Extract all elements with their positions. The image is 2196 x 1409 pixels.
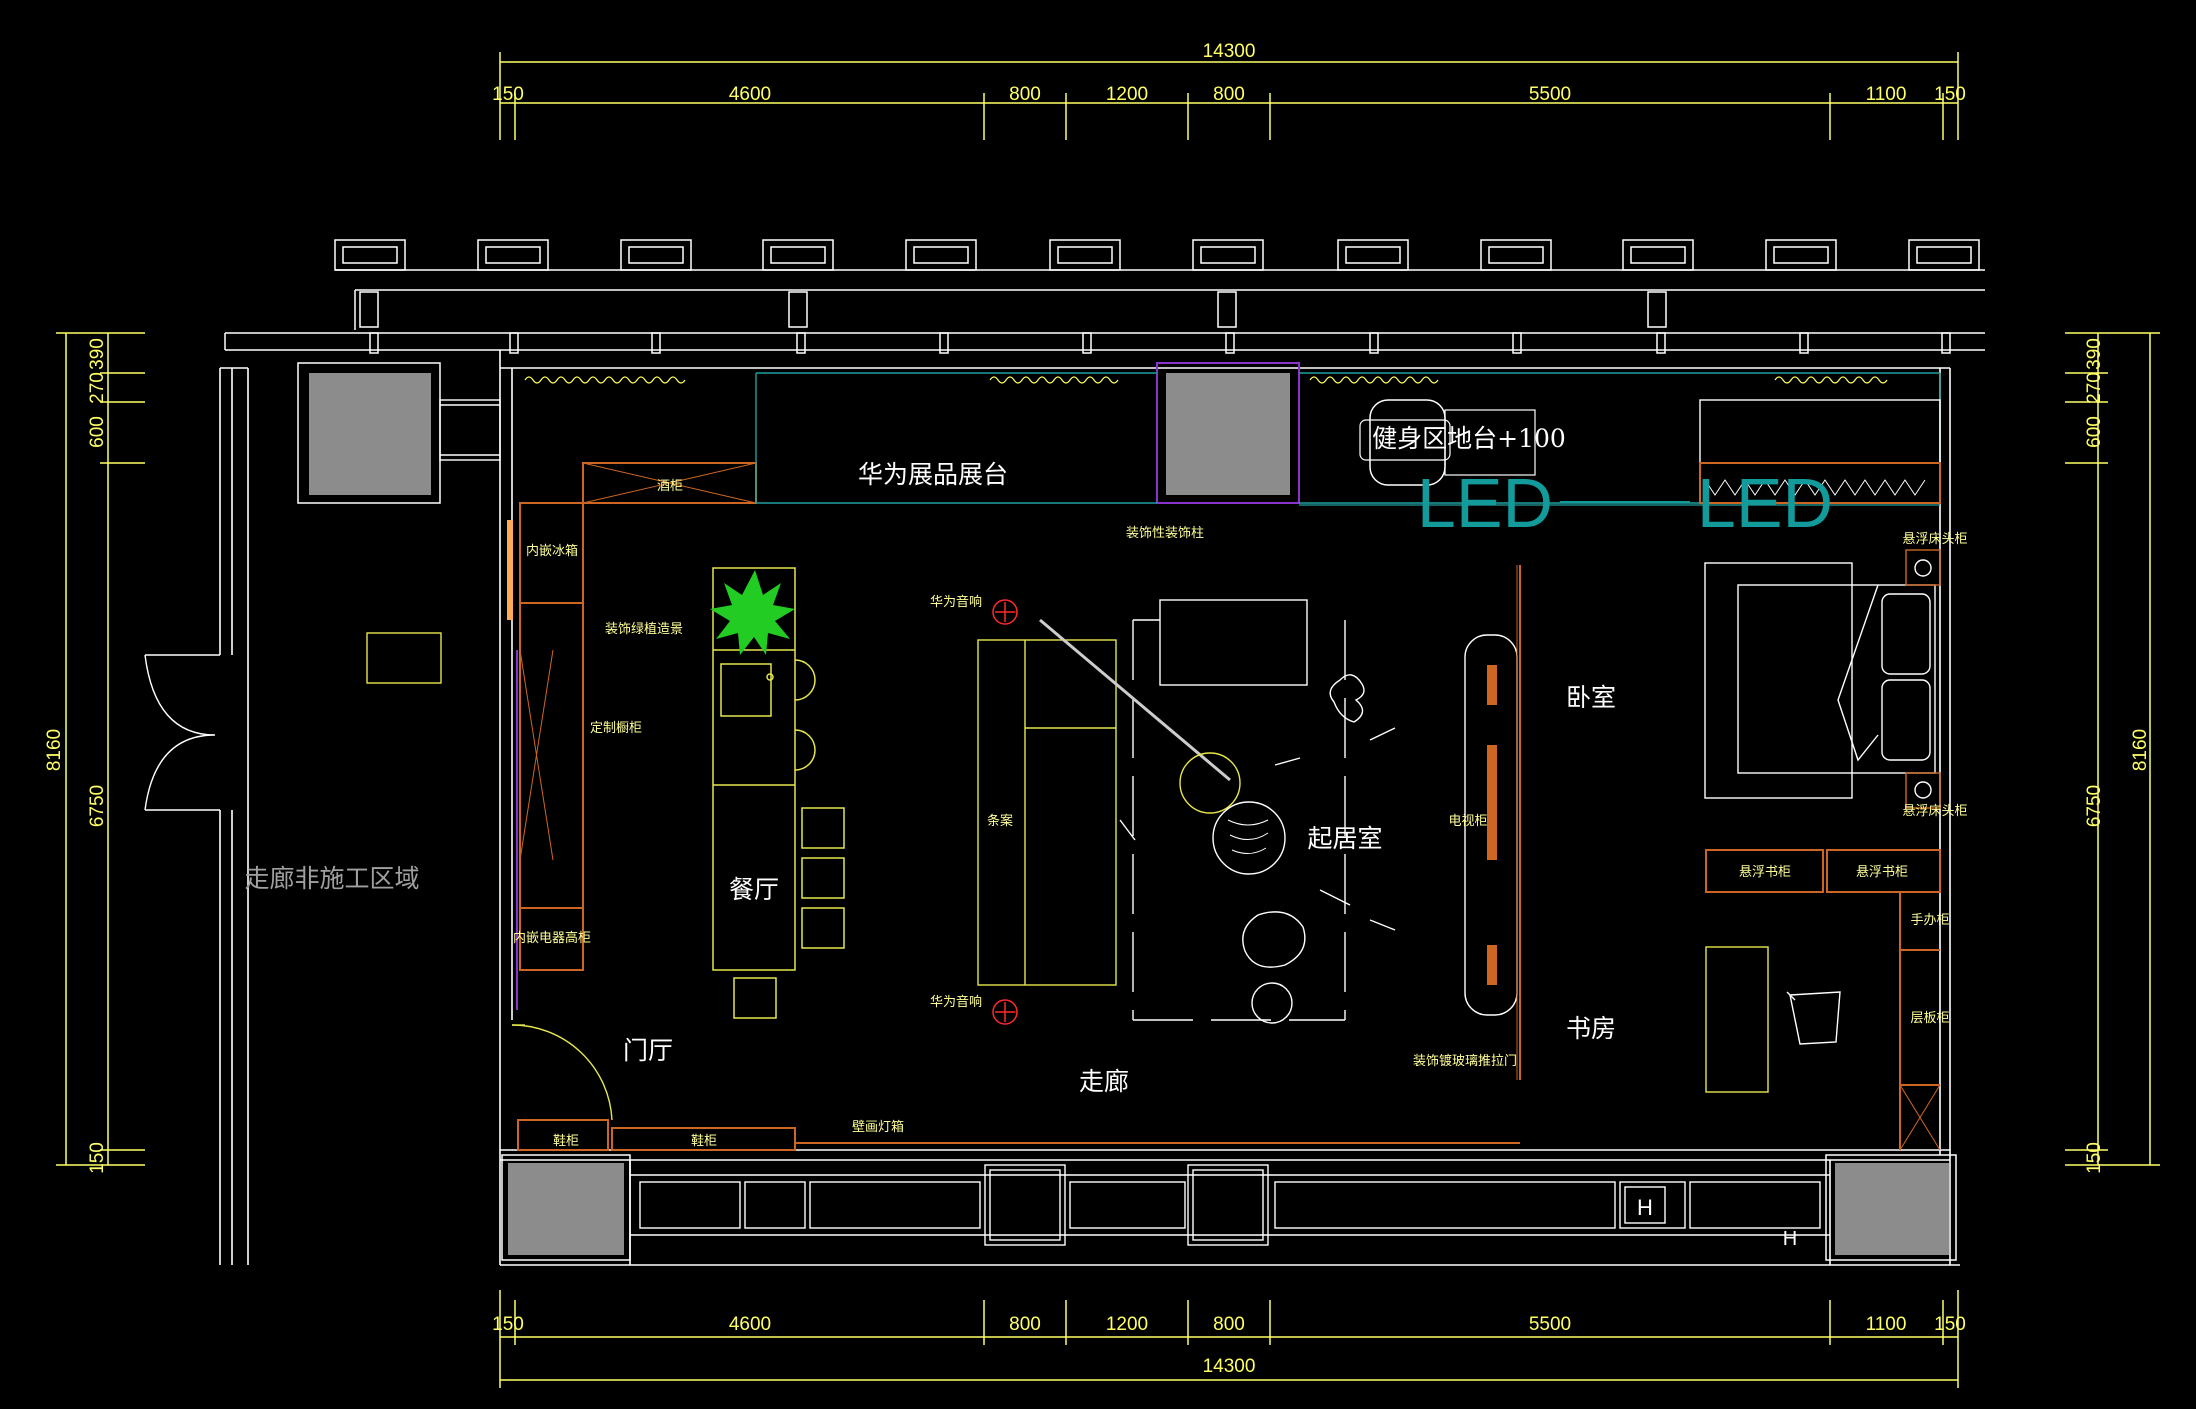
- kitchen-cabinets: [507, 502, 584, 1010]
- dim-bottom-seg-7: 1100: [1866, 1314, 1907, 1335]
- dim-left-seg-5: 150: [87, 1142, 108, 1174]
- glass-door-label: 装饰镀玻璃推拉门: [1413, 1053, 1517, 1069]
- right-dimension-chain: [2065, 332, 2160, 1166]
- shoe-cabinet-label: 鞋柜: [553, 1133, 579, 1149]
- floating-cabinet-2-label: 悬浮书柜: [1856, 865, 1908, 880]
- dim-bottom-overall: 14300: [1203, 1356, 1256, 1377]
- display-label: 华为展品展台: [858, 460, 1008, 489]
- speaker-top-label: 华为音响: [930, 594, 982, 610]
- dim-bottom-seg-2: 4600: [729, 1314, 771, 1335]
- gym-label: 健身区地台+100: [1372, 424, 1566, 453]
- column-decor-label: 装饰性装饰柱: [1126, 526, 1204, 541]
- facade-window-row: [224, 239, 1985, 354]
- living-label: 起居室: [1307, 824, 1382, 853]
- dim-top-seg-8: 150: [1934, 84, 1966, 105]
- corridor-label: 走廊: [1079, 1067, 1129, 1096]
- bottom-window-band: H H: [630, 1164, 1830, 1250]
- led-label-1: LED: [1417, 464, 1553, 542]
- dim-top-seg-7: 1100: [1866, 84, 1907, 105]
- dim-right-overall: 8160: [2130, 729, 2151, 771]
- dim-bottom-seg-5: 800: [1213, 1314, 1245, 1335]
- cabinet-top-label: 酒柜: [657, 479, 683, 494]
- dining-island: [712, 567, 845, 1019]
- appliance-cabinet-label: 内嵌电器高柜: [513, 930, 591, 946]
- dim-left-seg-3: 600: [87, 416, 108, 448]
- entry-area: [144, 632, 1520, 1151]
- dim-right-seg-3: 600: [2084, 416, 2105, 448]
- dim-top-seg-1: 150: [492, 84, 524, 105]
- fridge-cabinet-label: 内嵌冰箱: [526, 543, 578, 559]
- dim-top-seg-3: 800: [1009, 84, 1041, 105]
- speaker-bottom-label: 华为音响: [930, 994, 982, 1010]
- plant: [710, 570, 795, 655]
- dim-top-seg-6: 5500: [1529, 84, 1571, 105]
- led-label-2: LED: [1697, 464, 1833, 542]
- dim-left-seg-1: 390: [87, 338, 108, 370]
- display-band: [439, 372, 1941, 506]
- dim-top-seg-5: 800: [1213, 84, 1245, 105]
- dim-left-seg-2: 270: [87, 372, 108, 404]
- wardrobe-hand-label: 手办柜: [1910, 913, 1949, 928]
- nightstand-bottom-label: 悬浮床头柜: [1902, 804, 1967, 819]
- long-table-label: 条案: [987, 813, 1013, 829]
- study-label: 书房: [1566, 1014, 1616, 1043]
- dim-right-seg-4: 6750: [2084, 785, 2105, 827]
- svg-text:H: H: [1637, 1195, 1653, 1220]
- dim-bottom-seg-8: 150: [1934, 1314, 1966, 1335]
- svg-text:H: H: [1783, 1228, 1797, 1250]
- top-dimension-chain: [499, 52, 1959, 140]
- shoe-cabinet2-label: 鞋柜: [691, 1133, 717, 1149]
- bedroom-furniture: [1704, 549, 1941, 1151]
- dim-bottom-seg-3: 800: [1009, 1314, 1041, 1335]
- dim-left-seg-4: 6750: [87, 785, 108, 827]
- dim-right-seg-2: 270: [2084, 372, 2105, 404]
- bottom-dimension-chain: [499, 1290, 1959, 1388]
- living-furniture: [977, 565, 1521, 1080]
- entry-label: 门厅: [623, 1036, 673, 1065]
- custom-cabinet-label: 定制橱柜: [590, 721, 642, 736]
- dim-left-overall: 8160: [44, 729, 65, 771]
- wardrobe-shelf-label: 层板柜: [1910, 1011, 1949, 1026]
- tv-cabinet-label: 电视柜: [1448, 814, 1487, 829]
- dim-right-seg-1: 390: [2084, 338, 2105, 370]
- dim-right-seg-5: 150: [2084, 1142, 2105, 1174]
- nightstand-top-label: 悬浮床头柜: [1902, 532, 1967, 547]
- dim-top-seg-2: 4600: [729, 84, 771, 105]
- structural-columns: [297, 362, 1957, 1261]
- bedroom-label: 卧室: [1566, 683, 1616, 712]
- speakers: [992, 599, 1018, 1025]
- left-dimension-chain: [56, 332, 145, 1166]
- decor-platform-label: 装饰绿植造景: [605, 622, 683, 637]
- dim-top-seg-4: 1200: [1106, 84, 1148, 105]
- wall-light-label: 壁画灯箱: [852, 1119, 904, 1135]
- dim-bottom-seg-4: 1200: [1106, 1314, 1148, 1335]
- dim-bottom-seg-1: 150: [492, 1314, 524, 1335]
- outside-corridor-label: 走廊非施工区域: [244, 864, 419, 893]
- floating-cabinet-1-label: 悬浮书柜: [1739, 865, 1791, 880]
- dining-label: 餐厅: [729, 875, 779, 904]
- dim-bottom-seg-6: 5500: [1529, 1314, 1571, 1335]
- dim-top-overall: 14300: [1203, 41, 1256, 62]
